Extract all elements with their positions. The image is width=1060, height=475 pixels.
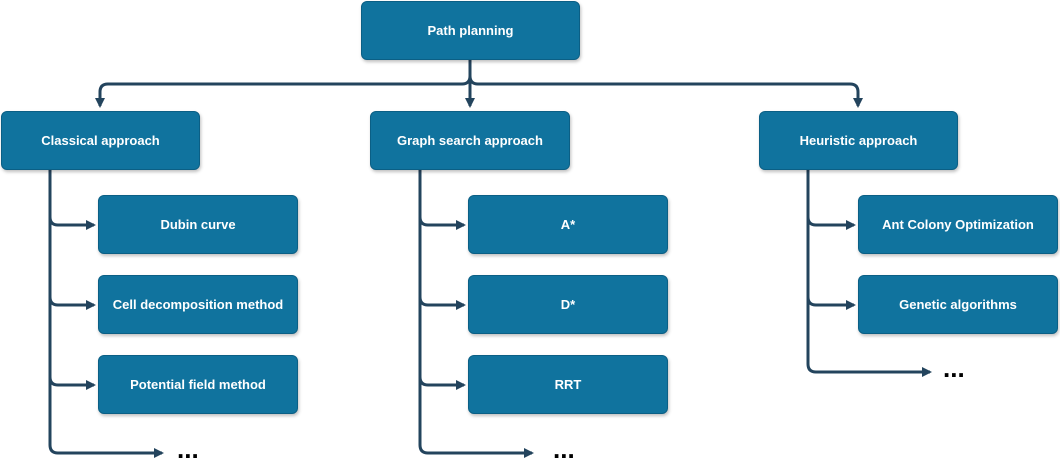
edge-heuristic-ga: [806, 296, 856, 310]
spine-graph: [418, 170, 534, 458]
edge-graph-astar: [418, 216, 466, 230]
leaf-label: D*: [560, 297, 576, 312]
branch-graph-search: Graph search approach: [370, 111, 570, 170]
leaf-genetic-algorithms: Genetic algorithms: [858, 275, 1058, 334]
leaf-d-star: D*: [468, 275, 668, 334]
leaf-label: Ant Colony Optimization: [882, 217, 1034, 232]
edge-classical-dubin: [48, 216, 96, 230]
more-heuristic-ellipsis: ...: [943, 353, 965, 383]
spine-classical: [48, 170, 164, 458]
leaf-a-star: A*: [468, 195, 668, 254]
branch-classical-label: Classical approach: [41, 133, 160, 148]
edge-root-to-classical: [95, 60, 472, 108]
branch-classical: Classical approach: [1, 111, 200, 170]
edge-heuristic-aco: [806, 216, 856, 230]
edge-root-to-heuristic: [468, 60, 863, 108]
edge-classical-cell: [48, 296, 96, 310]
root-node: Path planning: [361, 1, 580, 60]
branch-graph-search-label: Graph search approach: [397, 133, 543, 148]
root-label: Path planning: [427, 23, 514, 38]
spine-heuristic: [806, 170, 932, 377]
leaf-potential-field: Potential field method: [98, 355, 298, 414]
leaf-label: Potential field method: [130, 377, 266, 392]
leaf-label: Genetic algorithms: [899, 297, 1017, 312]
branch-heuristic: Heuristic approach: [759, 111, 958, 170]
more-graph-ellipsis: ...: [553, 434, 575, 464]
leaf-rrt: RRT: [468, 355, 668, 414]
edge-graph-rrt: [418, 376, 466, 390]
leaf-cell-decomposition: Cell decomposition method: [98, 275, 298, 334]
leaf-dubin-curve: Dubin curve: [98, 195, 298, 254]
leaf-label: Dubin curve: [160, 217, 236, 232]
leaf-label: A*: [560, 217, 576, 232]
leaf-label: RRT: [554, 377, 582, 392]
branch-heuristic-label: Heuristic approach: [799, 133, 918, 148]
edge-classical-potential: [48, 376, 96, 390]
leaf-ant-colony: Ant Colony Optimization: [858, 195, 1058, 254]
leaf-label: Cell decomposition method: [112, 297, 284, 312]
more-classical-ellipsis: ...: [177, 434, 199, 464]
edge-graph-dstar: [418, 296, 466, 310]
